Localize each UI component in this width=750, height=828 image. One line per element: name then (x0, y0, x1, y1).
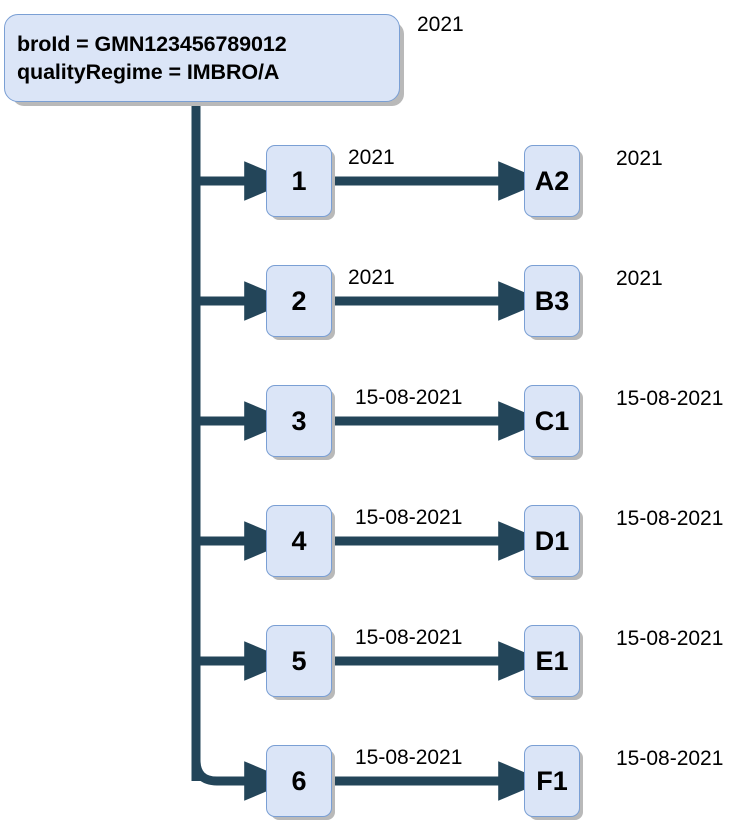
step-node-2[interactable]: 2 (266, 265, 332, 337)
step-node-3[interactable]: 3 (266, 385, 332, 457)
edge-label-5: 15-08-2021 (355, 626, 463, 649)
edge-label-4: 15-08-2021 (355, 506, 463, 529)
edge-label-6: 15-08-2021 (355, 746, 463, 769)
root-side-label: 2021 (417, 13, 464, 36)
side-label-3: 15-08-2021 (616, 387, 724, 410)
result-node-e1[interactable]: E1 (524, 625, 580, 697)
edge-label-2: 2021 (348, 266, 395, 289)
side-label-5: 15-08-2021 (616, 627, 724, 650)
step-node-6[interactable]: 6 (266, 745, 332, 817)
step-node-5[interactable]: 5 (266, 625, 332, 697)
result-node-c1[interactable]: C1 (524, 385, 580, 457)
result-node-d1[interactable]: D1 (524, 505, 580, 577)
result-node-a2[interactable]: A2 (524, 145, 580, 217)
root-node-text: broId = GMN123456789012 qualityRegime = … (17, 30, 287, 87)
side-label-6: 15-08-2021 (616, 747, 724, 770)
step-node-1[interactable]: 1 (266, 145, 332, 217)
root-node[interactable]: broId = GMN123456789012 qualityRegime = … (4, 14, 400, 102)
result-node-f1[interactable]: F1 (524, 745, 580, 817)
side-label-2: 2021 (616, 267, 663, 290)
side-label-1: 2021 (616, 147, 663, 170)
result-node-b3[interactable]: B3 (524, 265, 580, 337)
root-broid-line: broId = GMN123456789012 (17, 31, 287, 56)
root-qualityregime-line: qualityRegime = IMBRO/A (17, 60, 280, 84)
side-label-4: 15-08-2021 (616, 507, 724, 530)
edge-label-3: 15-08-2021 (355, 386, 463, 409)
step-node-4[interactable]: 4 (266, 505, 332, 577)
trunk-and-branches (191, 100, 291, 801)
edge-label-1: 2021 (348, 146, 395, 169)
